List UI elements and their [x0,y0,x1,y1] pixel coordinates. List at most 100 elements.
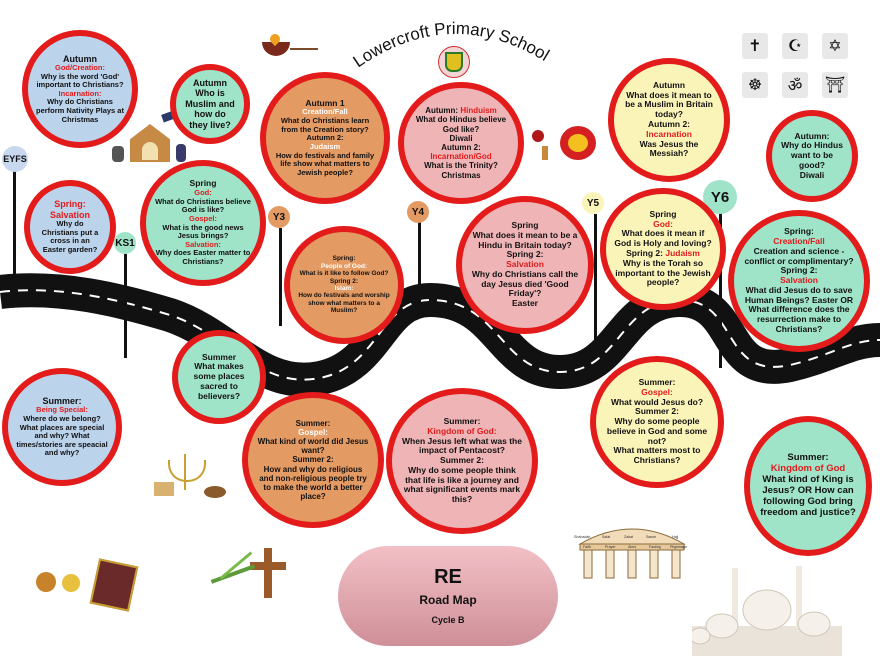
festival-text: Diwali [799,169,825,180]
question-text: Why is the Torah so important to the Jew… [615,257,711,288]
term-heading: Spring 2: [506,249,544,260]
term-heading: Autumn 1 [305,97,345,108]
crescent-icon: ☪ [782,33,808,59]
term-heading: Summer 2: [635,406,679,417]
term-label: Spring 2: [626,248,663,258]
y6-summer-bubble: Summer: Kingdom of God What kind of King… [744,416,872,556]
y5-spring-bubble: Spring God: What does it mean if God is … [600,188,726,310]
question-text: What is it like to follow God? [299,270,389,278]
theme-label: Creation/Fall [773,236,825,247]
question-text: How do festivals and family life show wh… [275,150,375,177]
y4-spring-bubble: Spring What does it mean to be a Hindu i… [456,196,594,334]
theme-label: Gospel: [641,386,673,397]
y3-spring-bubble: Spring: People of God: What is it like t… [284,226,404,344]
term-heading: Autumn 2: [306,133,344,143]
road-map-title-card: RE Road Map Cycle B [338,546,558,646]
title-sub: Road Map [419,593,477,608]
question-text: Where do we belong? What places are spec… [16,413,108,458]
mosque-icon [692,566,842,656]
term-heading: Spring: [784,226,814,237]
y6-marker: Y6 [703,180,737,214]
y4-summer-bubble: Summer: Kingdom of God: When Jesus left … [386,388,538,534]
pillar-label: Hajj [672,535,678,539]
theme-label: Salvation [506,259,544,270]
question-text: Why do Hindus want to be good? [781,140,843,170]
diya-lamp-icon [256,31,320,60]
theme-label: God: [194,188,212,198]
y5-summer-bubble: Summer: Gospel: What would Jesus do? Sum… [590,356,724,488]
question-text: Why does Easter matter to Christians? [155,248,251,267]
theme-label: God/Creation: [55,62,105,72]
eyfs-spring-bubble: Spring: Salvation Why do Christians put … [24,180,116,274]
nativity-scene-icon [108,109,196,166]
term-heading: Autumn 2: [441,143,481,152]
eyfs-summer-bubble: Summer: Being Special: Where do we belon… [2,368,122,486]
om-icon: ॐ [782,72,808,98]
pillar-label: Zakat [624,535,633,539]
term-heading: Autumn 2: [647,119,691,129]
term-heading: Spring [189,178,217,189]
ks1-autumn-bubble: Autumn Who is Muslim and how do they liv… [170,64,250,144]
question-text: What kind of King is Jesus? OR How can f… [760,474,856,518]
term-heading: Spring 2: [329,277,359,285]
ks1-pole [124,254,127,358]
menorah-icon [154,452,230,502]
ks1-marker: KS1 [114,232,136,254]
question-text: What matters most to Christians? [613,445,701,466]
question-text: How and why do religious and non-religio… [259,464,367,502]
theme-label: Incarnation/God [430,152,492,162]
school-badge [438,46,470,78]
eyfs-marker: EYFS [2,146,28,172]
pillar-sublabel: Fasting [649,545,661,549]
term-heading: Summer 2: [440,455,484,466]
question-text: What do Christians learn from the Creati… [280,116,370,134]
pillar-sublabel: Faith [583,545,591,549]
theme-label: Incarnation [646,128,692,139]
y6-autumn-bubble: Autumn: Why do Hindus want to be good? D… [766,110,858,202]
term-heading: Summer [201,351,236,362]
question-text: Why do some people believe in God and so… [606,416,708,446]
palm-cross-icon [210,548,302,600]
pillar-sublabel: Alms [628,545,636,549]
question-text: What does it mean to be a Muslim in Brit… [625,89,713,120]
five-pillars-icon: Shahadah Salat Zakat Sawm Hajj Faith Pra… [574,528,687,579]
term-heading: Spring: [332,255,356,263]
eyfs-autumn-bubble: Autumn God/Creation: Why is the word 'Go… [22,30,138,148]
term-heading: Autumn [652,79,686,90]
question-text: Was Jesus the Messiah? [639,138,699,159]
pillar-label: Sawm [646,535,656,539]
prayer-items-icon [36,558,139,612]
theme-label: Judaism [665,248,700,258]
y4-marker: Y4 [407,201,429,223]
term-heading: Summer 2: [292,455,334,465]
term-heading: Spring 2: [780,265,818,276]
term-heading: Autumn: Hinduism [425,106,497,115]
question-text: What does it mean if God is Holy and lov… [614,228,712,249]
question-text: Creation and science - conflict or compl… [744,245,854,266]
question-text: What makes some places sacred to believe… [193,361,245,401]
term-heading: Autumn: [794,130,830,141]
y6-pole [719,210,722,368]
theme-label: God: [653,218,673,229]
y5-autumn-bubble: Autumn What does it mean to be a Muslim … [608,58,730,182]
y3-pole [279,228,282,326]
festival-text: Diwali [449,133,473,143]
question-text: Why is the word 'God' important to Chris… [36,71,124,90]
theme-label: Being Special: [36,405,88,415]
festival-text: Easter [512,298,538,309]
pillar-label: Shahadah [574,535,590,539]
theme-label: Salvation: [185,239,221,249]
theme-label: Salvation [49,209,90,220]
y5-pole [594,214,597,356]
term-heading: Summer: [787,452,829,464]
term-heading: Spring 2: Judaism [626,248,700,259]
question-text: What did Jesus do to save Human Beings? … [744,284,854,334]
question-text: How do festivals and worship show what m… [298,292,390,315]
festival-text: Christmas [441,170,481,180]
ganesha-icon [560,126,596,160]
pillar-sublabel: Prayer [605,545,616,549]
term-label: Autumn: [425,106,459,116]
question-text: Who is Muslim and how do they live? [185,88,235,130]
title-main: RE [434,566,462,589]
